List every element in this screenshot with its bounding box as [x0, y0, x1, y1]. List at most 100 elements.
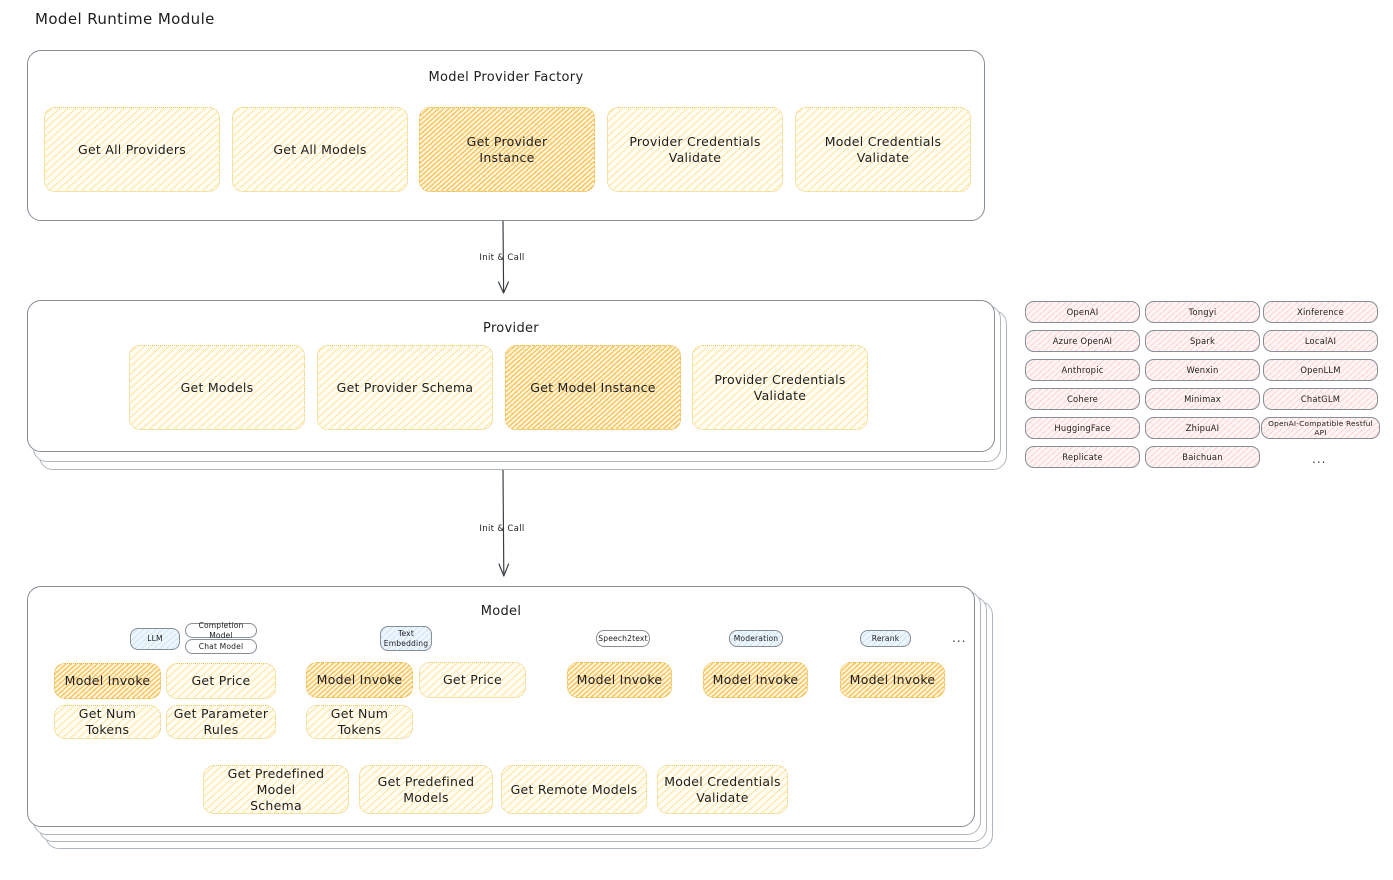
- moderation-method-model-invoke[interactable]: Model Invoke: [703, 662, 808, 698]
- provider-pill-cohere[interactable]: Cohere: [1025, 388, 1140, 410]
- badge-label: Moderation: [733, 633, 779, 643]
- text-embedding-method-get-num-tokens[interactable]: Get Num Tokens: [306, 705, 413, 739]
- provider-pill-azure-openai[interactable]: Azure OpenAI: [1025, 330, 1140, 352]
- provider-pill-tongyi[interactable]: Tongyi: [1145, 301, 1260, 323]
- provider-pill-spark[interactable]: Spark: [1145, 330, 1260, 352]
- provider-pill-openai[interactable]: OpenAI: [1025, 301, 1140, 323]
- node-label: Get Model Instance: [530, 379, 656, 395]
- factory-node-get-all-providers[interactable]: Get All Providers: [44, 107, 220, 192]
- model-title: Model: [480, 604, 522, 619]
- node-label: Get All Models: [273, 141, 367, 157]
- badge-label: LLM: [147, 634, 163, 644]
- pill-label: OpenLLM: [1300, 365, 1341, 375]
- pill-label: Anthropic: [1061, 365, 1104, 375]
- provider-pill-xinference[interactable]: Xinference: [1263, 301, 1378, 323]
- node-label: Model Invoke: [64, 673, 151, 688]
- pill-label: Replicate: [1062, 452, 1103, 462]
- badge-label: Speech2text: [598, 633, 648, 643]
- page-title: Model Runtime Module: [35, 10, 215, 28]
- speech2text-method-model-invoke[interactable]: Model Invoke: [567, 662, 672, 698]
- pill-label: Wenxin: [1186, 365, 1219, 375]
- model-type-badge-moderation[interactable]: Moderation: [729, 630, 783, 647]
- node-label: Model Invoke: [576, 672, 663, 687]
- pill-label: Tongyi: [1188, 307, 1217, 317]
- provider-pill-openai-compatible-restful-api[interactable]: OpenAI-Compatible Restful API: [1261, 417, 1380, 439]
- factory-node-get-all-models[interactable]: Get All Models: [232, 107, 408, 192]
- arrow-factory-to-provider: [478, 220, 538, 299]
- model-common-get-remote-models[interactable]: Get Remote Models: [501, 765, 647, 814]
- provider-pill-minimax[interactable]: Minimax: [1145, 388, 1260, 410]
- provider-pill-huggingface[interactable]: HuggingFace: [1025, 417, 1140, 439]
- provider-node-get-model-instance[interactable]: Get Model Instance: [505, 345, 681, 430]
- pill-label: ZhipuAI: [1185, 423, 1220, 433]
- provider-node-get-models[interactable]: Get Models: [129, 345, 305, 430]
- badge-label: Completion Model: [198, 621, 244, 640]
- model-type-badge-rerank[interactable]: Rerank: [860, 630, 911, 647]
- model-types-more: ...: [952, 631, 967, 645]
- pill-label: Azure OpenAI: [1052, 336, 1113, 346]
- node-label: Get All Providers: [78, 141, 186, 157]
- pill-label: OpenAI-Compatible Restful API: [1268, 419, 1373, 437]
- provider-pill-replicate[interactable]: Replicate: [1025, 446, 1140, 468]
- model-subtype-badge-completion-model[interactable]: Completion Model: [185, 621, 257, 640]
- badge-label: Rerank: [871, 633, 900, 643]
- provider-pill-openllm[interactable]: OpenLLM: [1263, 359, 1378, 381]
- text-embedding-method-model-invoke[interactable]: Model Invoke: [306, 662, 413, 698]
- model-type-badge-llm[interactable]: LLM: [130, 628, 180, 650]
- pill-label: HuggingFace: [1054, 423, 1111, 433]
- llm-method-get-price[interactable]: Get Price: [166, 663, 276, 699]
- provider-pill-localai[interactable]: LocalAI: [1263, 330, 1378, 352]
- model-provider-factory-title: Model Provider Factory: [428, 70, 584, 85]
- arrow-label-init-call-2: Init & Call: [479, 524, 525, 534]
- pill-label: Cohere: [1066, 394, 1099, 404]
- pill-label: Xinference: [1297, 307, 1344, 317]
- node-label: Get Provider Schema: [336, 379, 474, 395]
- node-label: Get Price: [191, 673, 251, 688]
- provider-title: Provider: [483, 321, 539, 336]
- node-label: Get Price: [443, 672, 502, 687]
- arrow-icon: [498, 469, 510, 577]
- llm-method-model-invoke[interactable]: Model Invoke: [54, 663, 161, 699]
- pill-label: Spark: [1189, 336, 1216, 346]
- node-label: Get Remote Models: [510, 781, 638, 797]
- text-embedding-method-get-price[interactable]: Get Price: [419, 662, 526, 698]
- provider-node-get-provider-schema[interactable]: Get Provider Schema: [317, 345, 493, 430]
- provider-pill-wenxin[interactable]: Wenxin: [1145, 359, 1260, 381]
- provider-pill-baichuan[interactable]: Baichuan: [1145, 446, 1260, 468]
- arrow-provider-to-model: [478, 469, 538, 582]
- model-type-badge-speech2text[interactable]: Speech2text: [596, 630, 650, 647]
- node-label: Get Num Tokens: [330, 706, 389, 737]
- pill-label: ChatGLM: [1300, 394, 1341, 404]
- badge-label: Chat Model: [198, 641, 244, 651]
- rerank-method-model-invoke[interactable]: Model Invoke: [840, 662, 945, 698]
- arrow-icon: [497, 220, 509, 294]
- llm-method-get-num-tokens[interactable]: Get Num Tokens: [54, 705, 161, 739]
- model-subtype-badge-chat-model[interactable]: Chat Model: [185, 639, 257, 654]
- provider-pill-anthropic[interactable]: Anthropic: [1025, 359, 1140, 381]
- node-label: Model Invoke: [849, 672, 936, 687]
- provider-pill-chatglm[interactable]: ChatGLM: [1263, 388, 1378, 410]
- provider-list-more: ...: [1312, 452, 1327, 466]
- arrow-label-init-call-1: Init & Call: [479, 253, 525, 263]
- provider-pill-zhipuai[interactable]: ZhipuAI: [1145, 417, 1260, 439]
- pill-label: LocalAI: [1304, 336, 1337, 346]
